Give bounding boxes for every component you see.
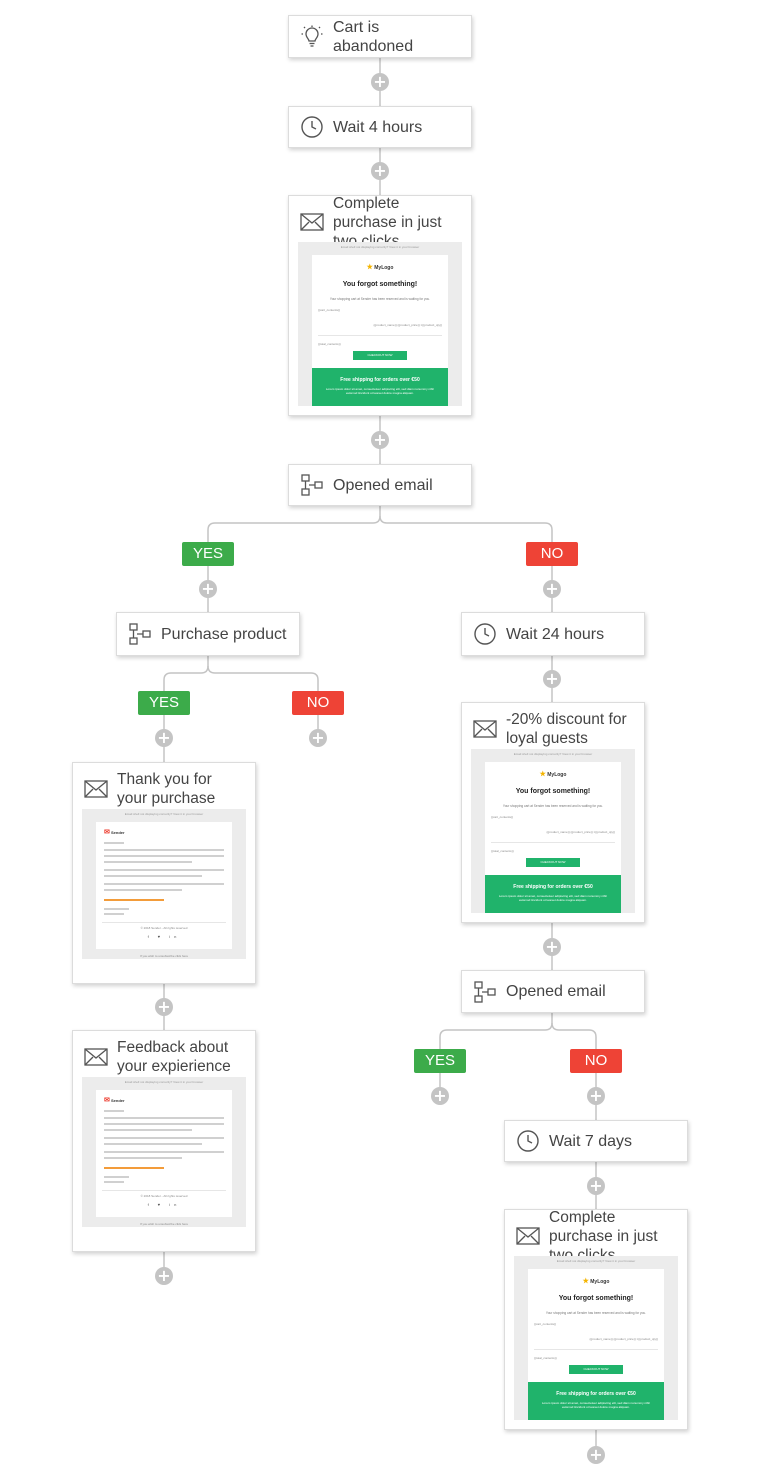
preview-contents: {{cart_contents}} <box>534 1322 557 1326</box>
clock-icon <box>515 1128 541 1154</box>
email-preview: Email shell not displaying correctly? Vi… <box>82 809 246 959</box>
preview-banner: Free shipping for orders over €50 Lorem … <box>312 368 448 406</box>
preview-preheader: Email shell not displaying correctly? Vi… <box>124 812 204 816</box>
condition-opened-email[interactable]: Opened email <box>288 464 472 506</box>
envelope-icon <box>472 716 498 742</box>
node-label: Feedback about your expierience <box>117 1039 231 1075</box>
add-step-button[interactable]: + <box>155 729 173 747</box>
branch-no-badge: NO <box>292 691 344 715</box>
add-step-button[interactable]: + <box>155 1267 173 1285</box>
preview-total: {{total_contents}} <box>534 1356 557 1360</box>
lightbulb-icon <box>299 24 325 50</box>
add-step-button[interactable]: + <box>371 431 389 449</box>
envelope-icon <box>515 1223 541 1249</box>
preview-unsubscribe: If you wish to unsubscribe click here <box>139 954 189 958</box>
clock-icon <box>299 114 325 140</box>
add-step-button[interactable]: + <box>309 729 327 747</box>
delay-wait-24-hours[interactable]: Wait 24 hours <box>461 612 645 656</box>
preview-sender: ✉ Sender <box>104 1097 125 1104</box>
envelope-icon <box>299 209 325 235</box>
email-thank-you[interactable]: Thank you for your purchase Email shell … <box>72 762 256 984</box>
preview-subtitle: Your shopping cart at Sender has been re… <box>502 804 604 808</box>
preview-preheader: Email shell not displaying correctly? Vi… <box>124 1080 204 1084</box>
add-step-button[interactable]: + <box>543 938 561 956</box>
email-preview: Email shell not displaying correctly? Vi… <box>298 242 462 406</box>
add-step-button[interactable]: + <box>543 670 561 688</box>
preview-preheader: Email shell not displaying correctly? Vi… <box>556 1259 636 1263</box>
node-label: Thank you for your purchase <box>117 771 216 807</box>
preview-columns: {{product_name}} {{product_price}} ×{{pr… <box>546 830 615 834</box>
node-label: Cart is abandoned <box>333 18 414 55</box>
preview-contents: {{cart_contents}} <box>318 308 341 312</box>
condition-icon <box>127 621 153 647</box>
email-discount-loyal[interactable]: -20% discount for loyal guests Email she… <box>461 702 645 923</box>
preview-columns: {{product_name}} {{product_price}} ×{{pr… <box>589 1337 658 1341</box>
preview-total: {{total_contents}} <box>491 849 514 853</box>
add-step-button[interactable]: + <box>371 162 389 180</box>
add-step-button[interactable]: + <box>543 580 561 598</box>
preview-preheader: Email shell not displaying correctly? Vi… <box>340 245 420 249</box>
preview-contents: {{cart_contents}} <box>491 815 514 819</box>
preview-title: You forgot something! <box>342 281 418 288</box>
preview-title: You forgot something! <box>558 1295 634 1302</box>
delay-wait-7-days[interactable]: Wait 7 days <box>504 1120 688 1162</box>
logo: ★ MyLogo <box>539 771 567 778</box>
clock-icon <box>472 621 498 647</box>
preview-preheader: Email shell not displaying correctly? Vi… <box>513 752 593 756</box>
add-step-button[interactable]: + <box>587 1177 605 1195</box>
email-preview: Email shell not displaying correctly? Vi… <box>82 1077 246 1227</box>
preview-columns: {{product_name}} {{product_price}} ×{{pr… <box>373 323 442 327</box>
add-step-button[interactable]: + <box>155 998 173 1016</box>
preview-checkout-button: CHECKOUT NOW <box>353 351 407 360</box>
envelope-icon <box>83 776 109 802</box>
email-preview: Email shell not displaying correctly? Vi… <box>471 749 635 913</box>
preview-banner: Free shipping for orders over €50 Lorem … <box>528 1382 664 1420</box>
preview-checkout-button: CHECKOUT NOW <box>569 1365 623 1374</box>
condition-purchase-product[interactable]: Purchase product <box>116 612 300 656</box>
preview-subtitle: Your shopping cart at Sender has been re… <box>329 297 431 301</box>
node-label: Purchase product <box>161 625 287 643</box>
preview-unsubscribe: If you wish to unsubscribe click here <box>139 1222 189 1226</box>
delay-wait-4-hours[interactable]: Wait 4 hours <box>288 106 472 148</box>
email-complete-purchase[interactable]: Complete purchase in just two clicks Ema… <box>288 195 472 416</box>
preview-total: {{total_contents}} <box>318 342 341 346</box>
trigger-cart-abandoned[interactable]: Cart is abandoned <box>288 15 472 58</box>
branch-no-badge: NO <box>570 1049 622 1073</box>
preview-subtitle: Your shopping cart at Sender has been re… <box>545 1311 647 1315</box>
add-step-button[interactable]: + <box>587 1446 605 1464</box>
branch-yes-badge: YES <box>414 1049 466 1073</box>
node-label: Wait 24 hours <box>506 625 605 643</box>
node-label: Opened email <box>333 476 433 494</box>
envelope-icon <box>83 1044 109 1070</box>
preview-footer: © 2018 Sender - All rights reserved <box>140 1194 188 1198</box>
preview-checkout-button: CHECKOUT NOW <box>526 858 580 867</box>
condition-icon <box>299 472 325 498</box>
add-step-button[interactable]: + <box>371 73 389 91</box>
condition-opened-email-2[interactable]: Opened email <box>461 970 645 1013</box>
node-label: -20% discount for loyal guests <box>506 711 627 747</box>
preview-title: You forgot something! <box>515 788 591 795</box>
add-step-button[interactable]: + <box>587 1087 605 1105</box>
logo: ★ MyLogo <box>366 264 394 271</box>
node-label: Wait 7 days <box>549 1132 632 1150</box>
preview-banner: Free shipping for orders over €50 Lorem … <box>485 875 621 913</box>
logo: ★ MyLogo <box>582 1278 610 1285</box>
preview-socials: f ♥ in <box>147 934 181 939</box>
node-label: Wait 4 hours <box>333 118 423 136</box>
add-step-button[interactable]: + <box>199 580 217 598</box>
branch-no-badge: NO <box>526 542 578 566</box>
email-preview: Email shell not displaying correctly? Vi… <box>514 1256 678 1420</box>
add-step-button[interactable]: + <box>431 1087 449 1105</box>
email-complete-purchase-final[interactable]: Complete purchase in just two clicks Ema… <box>504 1209 688 1430</box>
branch-yes-badge: YES <box>182 542 234 566</box>
branch-yes-badge: YES <box>138 691 190 715</box>
condition-icon <box>472 979 498 1005</box>
preview-sender: ✉ Sender <box>104 829 125 836</box>
preview-socials: f ♥ in <box>147 1202 181 1207</box>
node-label: Opened email <box>506 983 606 1000</box>
preview-footer: © 2018 Sender - All rights reserved <box>140 926 188 930</box>
email-feedback[interactable]: Feedback about your expierience Email sh… <box>72 1030 256 1252</box>
